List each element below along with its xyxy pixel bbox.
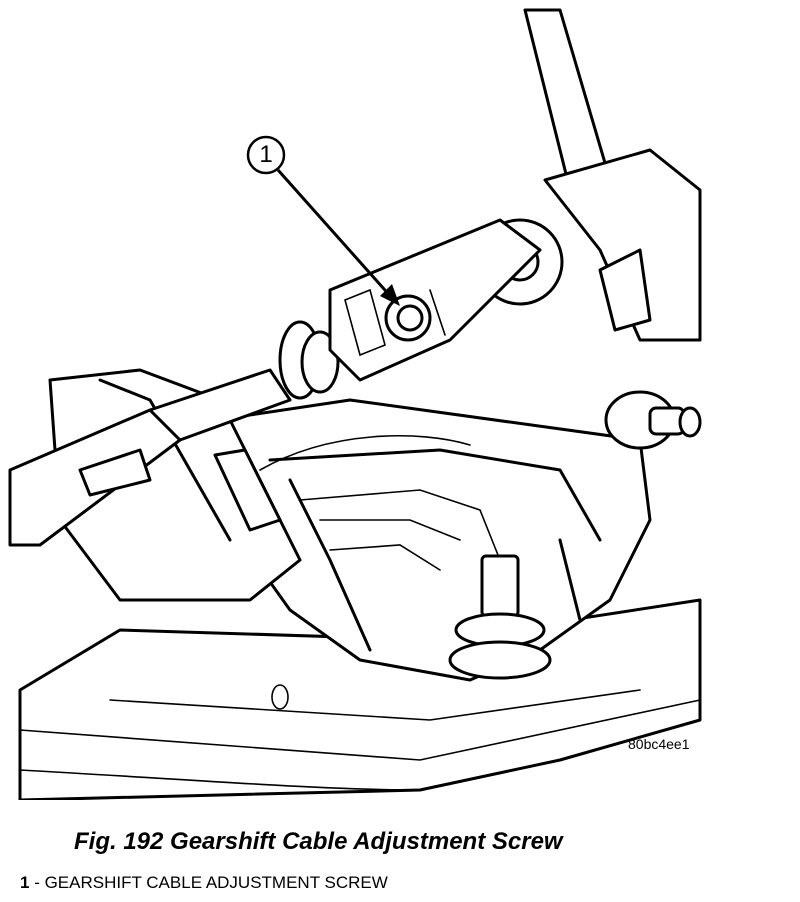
legend-item: 1 - GEARSHIFT CABLE ADJUSTMENT SCREW — [20, 873, 388, 893]
legend-label: GEARSHIFT CABLE ADJUSTMENT SCREW — [44, 873, 388, 892]
adjuster-housing — [328, 218, 542, 382]
legend-number: 1 — [20, 873, 30, 892]
legend-separator: - — [29, 873, 45, 892]
shifter-bracket — [148, 398, 652, 682]
callout-leader-1 — [246, 135, 400, 306]
figure-caption: Fig. 192 Gearshift Cable Adjustment Scre… — [74, 828, 563, 855]
shift-lever — [476, 8, 702, 342]
gearshift-cable — [8, 320, 340, 547]
gearshift-diagram — [8, 8, 702, 800]
pivot-bushing — [604, 390, 702, 450]
image-code: 80bc4ee1 — [628, 736, 690, 752]
callout-number: 1 — [259, 141, 273, 168]
mounting-bolt — [448, 554, 552, 680]
